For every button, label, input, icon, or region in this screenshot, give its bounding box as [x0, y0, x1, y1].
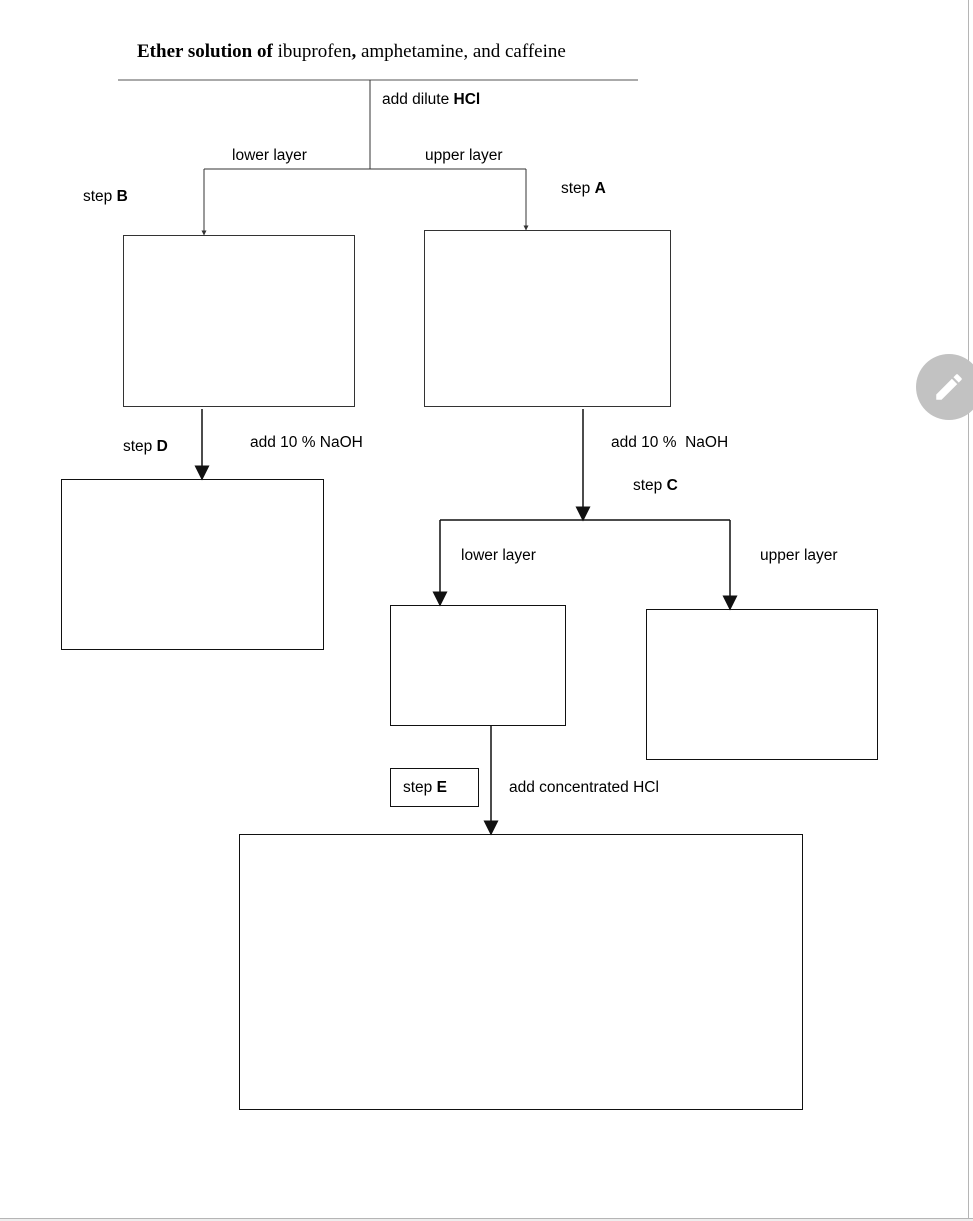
title-text: amphetamine, and caffeine — [356, 41, 566, 62]
title-text: ibuprofen — [272, 41, 352, 62]
label-text: step — [403, 779, 437, 796]
upper-layer-label: upper layer — [760, 547, 838, 564]
add-dilute-hcl-label: add dilute HCl — [382, 91, 480, 109]
step-b-answer-box — [123, 235, 355, 407]
step-e-answer-box — [239, 834, 803, 1110]
lower-layer-answer-box — [390, 605, 566, 726]
page-edge — [0, 1218, 973, 1219]
label-bold: C — [666, 477, 678, 494]
lower-layer-label: lower layer — [461, 547, 536, 564]
upper-layer-answer-box — [646, 609, 878, 760]
label-bold: A — [594, 180, 606, 197]
add-naoh-right-label: add 10 % NaOH — [611, 434, 729, 451]
upper-layer-label: upper layer — [425, 147, 503, 164]
label-bold: E — [436, 779, 447, 796]
step-e-box — [390, 768, 479, 807]
add-naoh-left-label: add 10 % NaOH — [250, 434, 363, 451]
page-footer-strip — [0, 1219, 973, 1221]
label-bold: HCl — [453, 91, 481, 108]
step-c-label: step C — [633, 477, 678, 495]
step-d-label: step D — [123, 438, 168, 456]
page-edge — [968, 0, 969, 1218]
label-text: step — [633, 477, 667, 494]
lower-layer-label: lower layer — [232, 147, 307, 164]
step-a-answer-box — [424, 230, 671, 407]
step-a-label: step A — [561, 180, 606, 198]
title-bold: Ether solution of — [137, 41, 273, 62]
step-b-label: step B — [83, 188, 128, 206]
add-concentrated-hcl-label: add concentrated HCl — [509, 779, 659, 796]
label-text: step — [123, 438, 157, 455]
edit-button[interactable] — [916, 354, 973, 420]
pencil-icon — [932, 370, 966, 404]
label-bold: D — [156, 438, 168, 455]
title-comma: , — [351, 41, 357, 62]
label-bold: B — [116, 188, 128, 205]
diagram-title: Ether solution of ibuprofen, amphetamine… — [137, 41, 566, 63]
step-d-answer-box — [61, 479, 324, 650]
step-e-label: step E — [403, 779, 447, 797]
label-text: step — [83, 188, 117, 205]
label-text: step — [561, 180, 595, 197]
label-text: add dilute — [382, 91, 454, 108]
